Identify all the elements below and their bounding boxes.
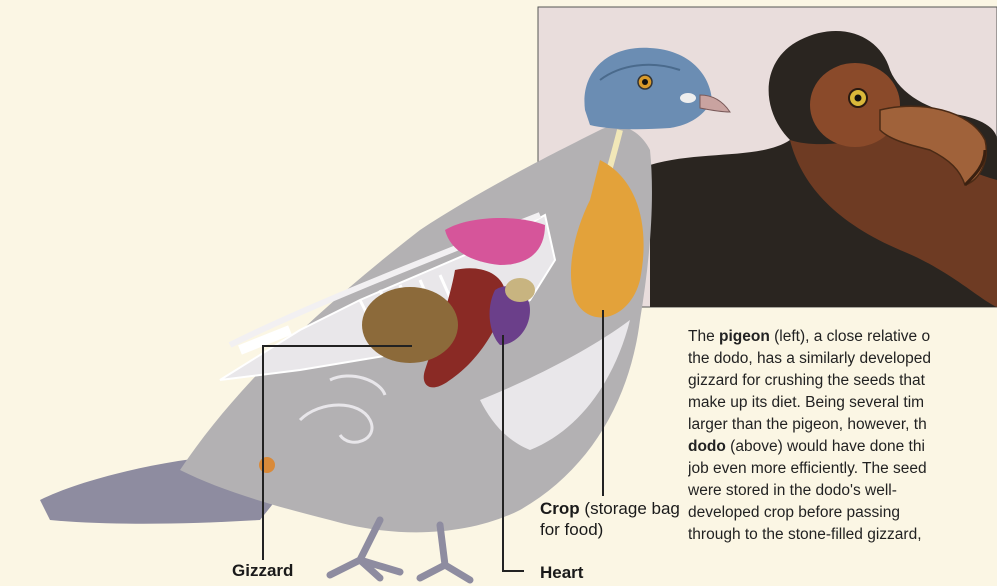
caption-line: make up its diet. Being several tim: [688, 392, 997, 414]
gizzard-term: Gizzard: [232, 561, 293, 580]
caption-line: job even more efficiently. The seed: [688, 458, 997, 480]
gizzard-label: Gizzard: [232, 560, 293, 581]
crop-leader-line: [602, 310, 604, 496]
crop-term: Crop: [540, 499, 580, 518]
heart-term: Heart: [540, 563, 583, 582]
caption-line: dodo (above) would have done thi: [688, 436, 997, 458]
crop-description-line1: (storage bag: [584, 499, 679, 518]
caption-line: through to the stone-filled gizzard,: [688, 524, 997, 546]
heart-leader-line: [502, 335, 504, 572]
crop-label: Crop (storage bag: [540, 498, 680, 519]
caption-line: were stored in the dodo's well-: [688, 480, 997, 502]
caption-line: the dodo, has a similarly developed: [688, 348, 997, 370]
caption-line: The pigeon (left), a close relative o: [688, 326, 997, 348]
gizzard-leader-line-horizontal: [262, 345, 412, 347]
caption: The pigeon (left), a close relative o th…: [688, 326, 997, 546]
crop-description-line2: for food): [540, 520, 603, 539]
caption-line: developed crop before passing: [688, 502, 997, 524]
caption-line: larger than the pigeon, however, th: [688, 414, 997, 436]
crop-label-line2: for food): [540, 519, 603, 540]
heart-leader-line-horizontal: [502, 570, 524, 572]
gizzard-leader-line: [262, 345, 264, 560]
caption-line: gizzard for crushing the seeds that: [688, 370, 997, 392]
heart-label: Heart: [540, 562, 583, 583]
